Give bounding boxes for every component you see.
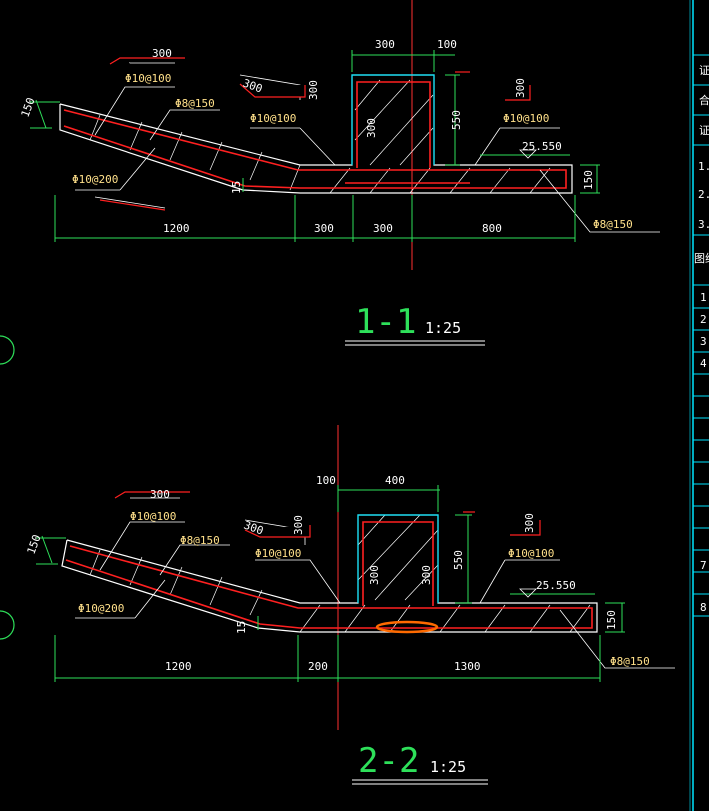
rebar-label-bottom-left-2: Φ10@200 xyxy=(78,602,124,615)
dim-slope-th: 150 xyxy=(19,96,38,119)
dim-small-15: 15 xyxy=(230,181,243,194)
left-circle-2 xyxy=(0,610,15,640)
panel-num-7: 7 xyxy=(700,559,707,572)
slab-outline-1 xyxy=(59,74,573,194)
panel-label: 图纸 xyxy=(694,252,709,265)
section-scale-1: 1:25 xyxy=(425,319,461,337)
panel-num-8: 8 xyxy=(700,601,707,614)
dim-elev: 25.550 xyxy=(522,140,562,153)
rebar-label-right: Φ10@100 xyxy=(503,112,549,125)
panel-row-1: 证 xyxy=(699,64,709,77)
left-circle-1 xyxy=(0,335,15,365)
dim-run-1200: 1200 xyxy=(163,222,190,235)
dim-small-15-2: 15 xyxy=(235,621,248,634)
section-2-2: 100 400 550 300 300 300 300 300 300 150 … xyxy=(25,425,675,785)
elev-mark-2 xyxy=(519,588,537,598)
red-marks-2 xyxy=(114,491,541,538)
dim-run-200: 200 xyxy=(308,660,328,673)
dim-wall-width: 300 xyxy=(375,38,395,51)
dim-run-800: 800 xyxy=(482,222,502,235)
panel-item-1: 1. xyxy=(698,160,709,173)
highlight-mark xyxy=(375,620,439,634)
dims-1 xyxy=(30,50,600,242)
rebar-label-bottom-right-2: Φ8@150 xyxy=(610,655,650,668)
dim-slab-right-v: 300 xyxy=(514,78,527,98)
dim-elev-2: 25.550 xyxy=(536,579,576,592)
dim-offset-100: 100 xyxy=(316,474,336,487)
rebar-label-bottom-left: Φ10@200 xyxy=(72,173,118,186)
section-scale-2: 1:25 xyxy=(430,758,466,776)
dims-2 xyxy=(36,485,625,682)
panel-num-2: 2 xyxy=(700,313,707,326)
dim-slope-len-2: 300 xyxy=(150,488,170,501)
elev-mark-1 xyxy=(519,149,537,159)
rebar-label-wall: Φ10@100 xyxy=(250,112,296,125)
panel-row-3: 证 xyxy=(699,124,709,137)
rebar-label-mid: Φ8@150 xyxy=(175,97,215,110)
rebar-label-top-2: Φ10@100 xyxy=(130,510,176,523)
dim-slab-left-v-2: 300 xyxy=(292,515,305,535)
panel-row-2: 合 xyxy=(699,93,709,107)
dim-slab-th-2: 150 xyxy=(605,610,618,630)
dim-run-300a: 300 xyxy=(314,222,334,235)
red-marks-1 xyxy=(99,57,531,211)
section-1-1: 300 100 550 300 300 300 300 300 150 150 … xyxy=(19,0,660,346)
wall-outline-2 xyxy=(357,514,439,603)
dim-wall-height-2: 550 xyxy=(452,550,465,570)
dim-wall-inner-l: 300 xyxy=(368,565,381,585)
dim-run-1200-2: 1200 xyxy=(165,660,192,673)
rebar-2 xyxy=(65,521,593,629)
rebar-label-right-2: Φ10@100 xyxy=(508,547,554,560)
slab-outline-2 xyxy=(61,514,598,633)
panel-num-1: 1 xyxy=(700,291,707,304)
section-title-1: 1-1 xyxy=(355,302,416,342)
panel-num-4: 4 xyxy=(700,357,707,370)
dim-slab-th: 150 xyxy=(582,170,595,190)
dim-slab-right-v-2: 300 xyxy=(523,513,536,533)
dim-slope-th-2: 150 xyxy=(25,533,44,556)
rebar-label-bottom-right: Φ8@150 xyxy=(593,218,633,231)
dim-slab-left: 300 xyxy=(241,77,264,96)
rebar-1 xyxy=(63,81,567,189)
dim-slab-left-v: 300 xyxy=(307,80,320,100)
slab-hatch-1 xyxy=(89,79,551,194)
side-panel: 证 合 证 1. 2. 3. 图纸 1 2 3 4 7 8 xyxy=(689,0,709,811)
panel-item-3: 3. xyxy=(698,218,709,231)
rebar-label-wall-2: Φ10@100 xyxy=(255,547,301,560)
dim-run-1300: 1300 xyxy=(454,660,481,673)
dim-wall-inner: 300 xyxy=(365,118,378,138)
dim-run-300b: 300 xyxy=(373,222,393,235)
dim-slope-len: 300 xyxy=(152,47,172,60)
dim-wall-width-2: 400 xyxy=(385,474,405,487)
dim-wall-inner-r: 300 xyxy=(420,565,433,585)
rebar-label-mid-2: Φ8@150 xyxy=(180,534,220,547)
rebar-label-top: Φ10@100 xyxy=(125,72,171,85)
panel-num-3: 3 xyxy=(700,335,707,348)
panel-item-2: 2. xyxy=(698,188,709,201)
dim-slab-left-2: 300 xyxy=(242,519,265,538)
section-title-2: 2-2 xyxy=(358,741,419,781)
dim-wall-offset: 100 xyxy=(437,38,457,51)
dim-wall-height: 550 xyxy=(450,110,463,130)
wall-outline-1 xyxy=(351,74,435,165)
